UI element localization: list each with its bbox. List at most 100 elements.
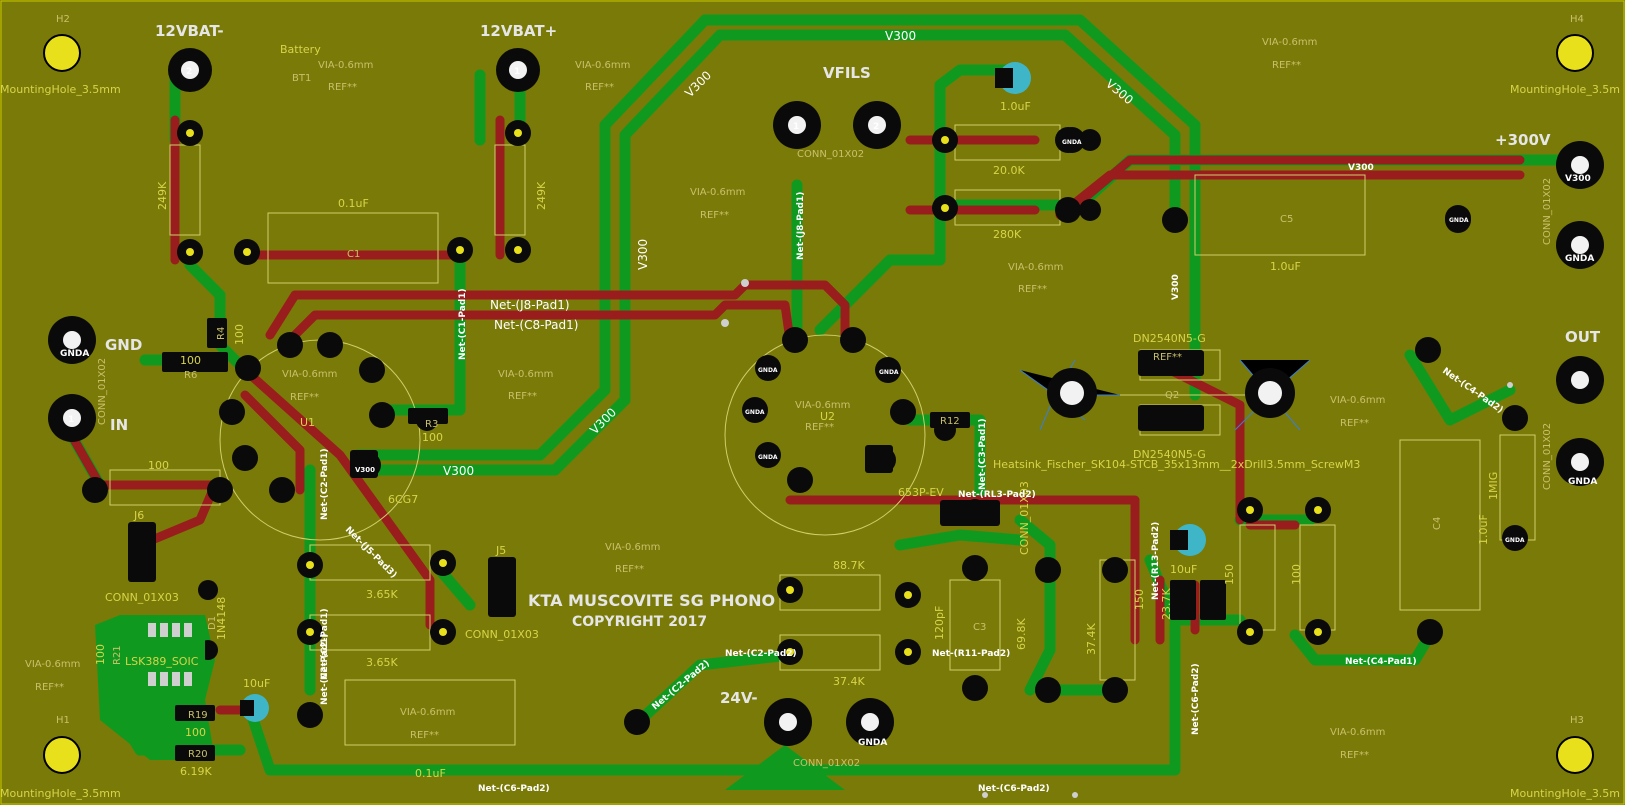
label-hv: +300V (1495, 131, 1551, 149)
ref-battery: BT1 (292, 73, 311, 84)
ref-c1: C1 (347, 249, 360, 260)
gnda-label: GNDA (1449, 217, 1469, 224)
via-ref: REF** (700, 210, 729, 221)
gnda-label: GNDA (745, 409, 765, 416)
value-r18: 3.65K (366, 588, 398, 601)
gnda-label: GNDA (1505, 537, 1525, 544)
electrolytic-caps (240, 62, 1206, 722)
label-mounting-hole-h1: MountingHole_3.5mm (0, 787, 121, 800)
gnda-label: GNDA (758, 454, 778, 461)
net-label-c2-pad1-a: Net-(C2-Pad1) (320, 448, 330, 520)
net-label-v300-bottom: V300 (443, 464, 474, 478)
via-label: VIA-0.6mm (795, 400, 850, 411)
connector-pad-holes (63, 61, 1589, 731)
value-r14: 20.0K (993, 164, 1025, 177)
ref-conn-24v: CONN_01X02 (793, 758, 860, 769)
value-c3: 120pF (933, 606, 946, 640)
value-r20: 6.19K (180, 765, 212, 778)
mounting-hole-h1[interactable] (43, 736, 81, 774)
gnda-label: GNDA (1062, 139, 1082, 146)
value-c1: 0.1uF (338, 197, 369, 210)
net-label-v300-top: V300 (885, 29, 916, 43)
net-label-j8-pad1: Net-(J8-Pad1) (490, 298, 570, 312)
ref-conn-out: CONN_01X02 (1542, 423, 1553, 490)
pad-net-hv-2: GNDA (1565, 254, 1594, 264)
value-r4: 100 (233, 324, 246, 345)
pad-number-in: 1 (68, 415, 74, 425)
net-label-c2-pad2-a: Net-(C2-Pad2) (725, 649, 797, 659)
label-mounting-hole-h4: MountingHole_3.5m (1510, 83, 1620, 96)
via-label: VIA-0.6mm (1008, 262, 1063, 273)
via-ref: REF** (615, 564, 644, 575)
net-label-r11-pad2: Net-(R11-Pad2) (932, 649, 1010, 659)
value-c8: 1.0uF (1000, 100, 1031, 113)
via-ref: REF** (328, 82, 357, 93)
pad-net-24v-2: GNDA (858, 738, 887, 748)
value-r9: 37.4K (833, 675, 865, 688)
ref-r4: R4 (216, 327, 227, 340)
via-ref: REF** (508, 391, 537, 402)
via-label: VIA-0.6mm (498, 369, 553, 380)
via-ref: REF** (410, 730, 439, 741)
label-mounting-hole-h3: MountingHole_3.5m (1510, 787, 1620, 800)
pad-net-out-2: GNDA (1568, 477, 1597, 487)
value-r-1mig: 1MIG (1487, 472, 1500, 500)
value-c2: 0.1uF (415, 767, 446, 780)
lsk389-pads (148, 623, 192, 686)
via-ref: REF** (35, 682, 64, 693)
value-r-23: 23.7K (1160, 588, 1173, 620)
via-ref: REF** (1153, 352, 1182, 363)
gnda-pads (964, 127, 1471, 699)
via-label: VIA-0.6mm (1330, 395, 1385, 406)
net-label-v300-hv: V300 (1348, 163, 1374, 173)
value-r8: 69.8K (1015, 618, 1028, 650)
via-ref: REF** (805, 422, 834, 433)
label-out: OUT (1565, 328, 1601, 346)
ref-r6: R6 (184, 370, 197, 381)
value-j5: CONN_01X03 (465, 628, 539, 641)
via-label: VIA-0.6mm (25, 659, 80, 670)
ref-j5: J5 (495, 544, 506, 557)
vias (721, 279, 1513, 798)
gnda-label: GNDA (879, 369, 899, 376)
value-r-100b: 100 (1290, 564, 1303, 585)
net-label-c4-pad1: Net-(C4-Pad1) (1345, 657, 1417, 667)
net-label-j8-vert: Net-(J8-Pad1) (796, 192, 806, 260)
net-label-c6-pad2-b: Net-(C6-Pad2) (978, 784, 1050, 794)
net-label-c2-pad1-c: Net-(C2-Pad1) (320, 633, 330, 705)
net-label-r13-pad2: Net-(R13-Pad2) (1151, 522, 1161, 600)
value-653p: 653P-EV (898, 486, 944, 499)
board-title-line2: COPYRIGHT 2017 (572, 614, 707, 630)
pad-number-vfils-2: 2 (873, 122, 879, 132)
net-label-c6-pad2-c: Net-(C6-Pad2) (1191, 663, 1201, 735)
label-vfils: VFILS (823, 64, 871, 82)
value-r11: 37.4K (1085, 623, 1098, 655)
via-label: VIA-0.6mm (575, 60, 630, 71)
value-r-left: 249K (156, 181, 169, 210)
net-label-v300-u1: V300 (355, 466, 375, 474)
mounting-hole-h4[interactable] (1556, 34, 1594, 72)
ref-mounting-hole-h4: H4 (1570, 14, 1584, 25)
net-label-c3-pad1: Net-(C3-Pad1) (978, 418, 988, 490)
ref-conn-vfils: CONN_01X02 (797, 149, 864, 160)
ref-u2: U2 (820, 410, 835, 423)
value-r-150b: 150 (1223, 564, 1236, 585)
value-j6: CONN_01X03 (105, 591, 179, 604)
net-label-c1-pad1: Net-(C1-Pad1) (458, 288, 468, 360)
net-label-c6-pad2-a: Net-(C6-Pad2) (478, 784, 550, 794)
ref-c3: C3 (973, 622, 986, 633)
ref-d1: D1 (207, 616, 218, 630)
value-r21: 100 (94, 644, 107, 665)
ref-u1: U1 (300, 416, 315, 429)
value-r5: 3.65K (366, 656, 398, 669)
net-label-c2-pad1-b: Net-(C2-Pad1) (320, 608, 330, 680)
value-q3: DN2540N5-G (1133, 448, 1206, 461)
ref-r19: R19 (188, 710, 208, 721)
ref-c5: C5 (1280, 214, 1293, 225)
ref-r12: R12 (940, 416, 960, 427)
ref-q2: Q2 (1165, 390, 1179, 401)
label-in: IN (110, 416, 128, 434)
value-r-in: 100 (148, 459, 169, 472)
mounting-hole-h3[interactable] (1556, 736, 1594, 774)
mounting-hole-h2[interactable] (43, 34, 81, 72)
